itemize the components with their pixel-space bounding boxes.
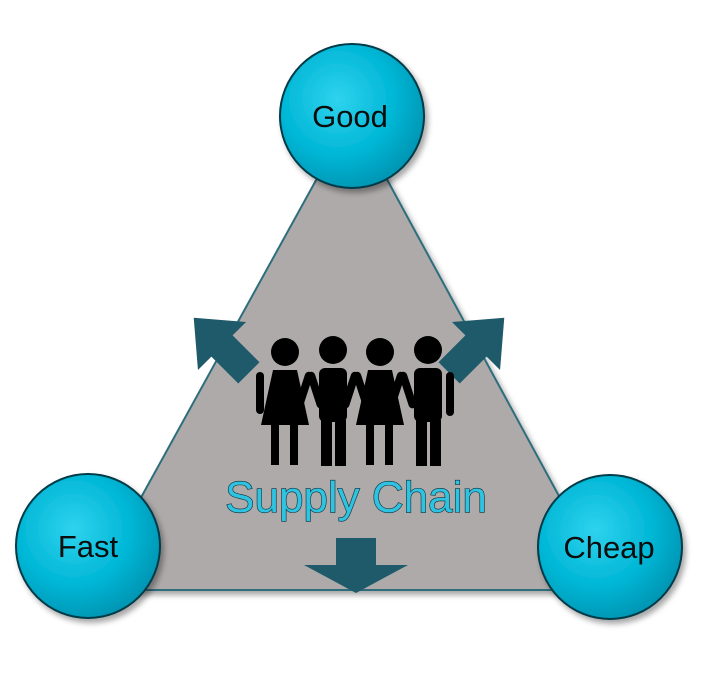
arrow-up-left-icon (193, 317, 260, 384)
people-holding-hands-icon (256, 336, 454, 466)
node-cheap: Cheap (537, 474, 683, 620)
node-good-label: Good (312, 99, 388, 134)
center-title: Supply Chain (225, 473, 487, 522)
node-good: Good (279, 43, 425, 189)
arrow-up-right-icon (438, 317, 505, 384)
node-fast-circle (15, 473, 161, 619)
person-man-icon (296, 336, 370, 466)
node-fast-label: Fast (58, 529, 119, 564)
node-fast: Fast (15, 473, 161, 619)
node-cheap-label: Cheap (563, 530, 654, 565)
node-good-circle (279, 43, 425, 189)
node-cheap-circle (537, 474, 683, 620)
arrow-down-icon (304, 538, 408, 593)
person-woman-icon (341, 338, 417, 465)
person-man-icon (388, 336, 454, 466)
